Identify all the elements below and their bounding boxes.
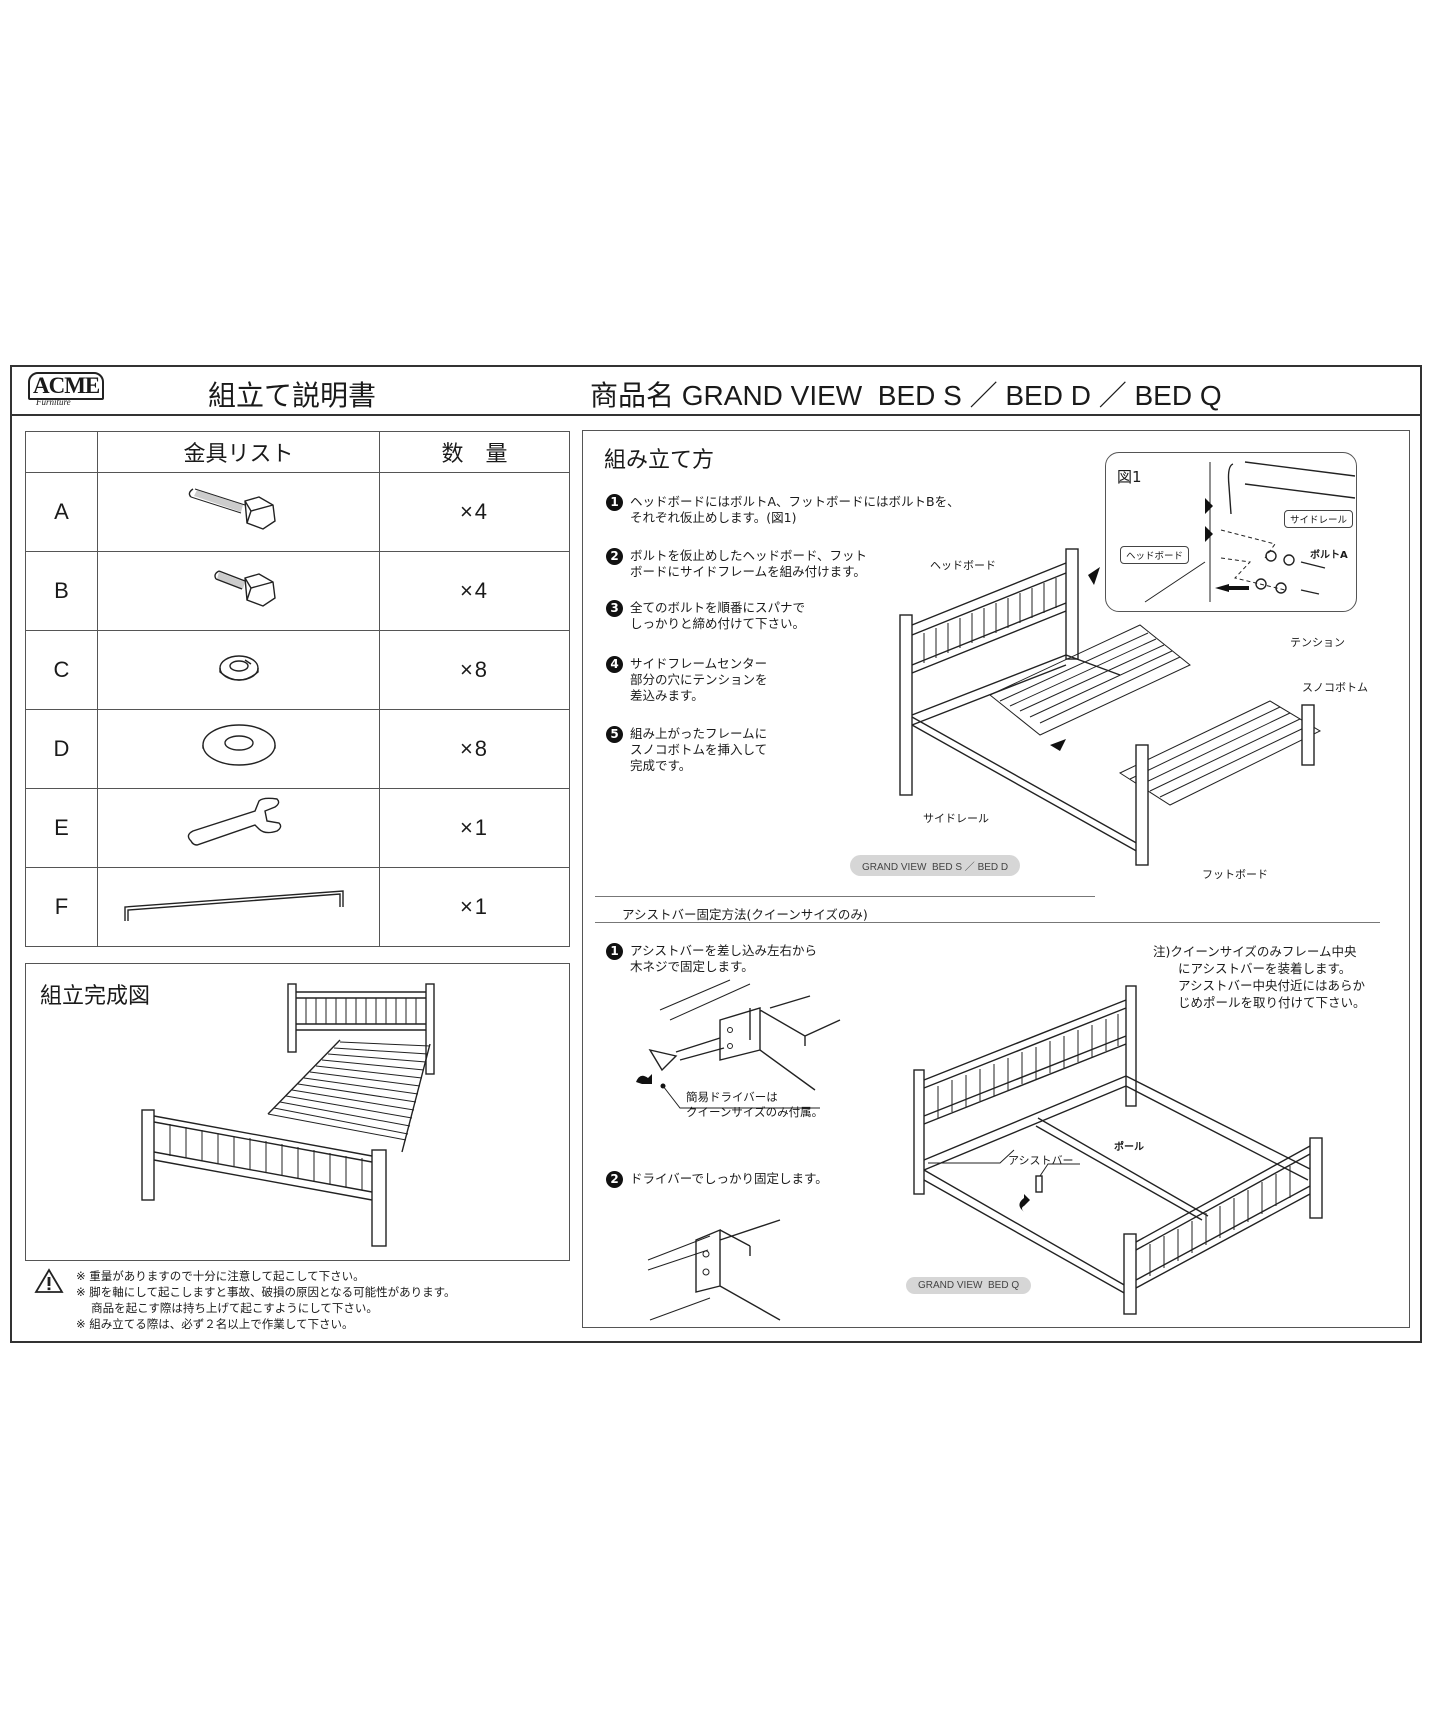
assembly-panel: [582, 430, 1410, 1328]
part-label: E: [25, 788, 98, 868]
part-label: B: [25, 551, 98, 631]
model-pill-sd: GRAND VIEW BED S ／ BED D: [850, 855, 1021, 876]
callout-tension: テンション: [1290, 636, 1345, 649]
step-text: ボルトを仮止めしたヘッドボード、フット ボードにサイドフレームを組み付けます。: [630, 548, 868, 579]
assembly-title: 組み立て方: [604, 448, 715, 473]
table-row: B ×4: [25, 551, 570, 631]
figure-1-title: 図1: [1117, 468, 1142, 486]
wrench-icon: [97, 788, 380, 868]
assembled-bed-illustration: [141, 983, 435, 1247]
tag-side-rail: サイドレール: [1284, 510, 1354, 528]
step-number-icon: 1: [606, 943, 623, 960]
driver-fix-illustration: [647, 1219, 781, 1321]
logo-sub: Furniture: [36, 397, 71, 407]
col-parts: 金具リスト: [97, 431, 380, 473]
section-divider: [595, 896, 1095, 897]
part-label: F: [25, 867, 98, 947]
long-hex-bolt-icon: [97, 472, 380, 552]
step-number-icon: 1: [606, 494, 623, 511]
hex-key-icon: [97, 867, 380, 947]
step-number-icon: 2: [606, 1171, 623, 1188]
step-text: ドライバーでしっかり固定します。: [630, 1171, 828, 1186]
callout-headboard: ヘッドボード: [930, 559, 996, 572]
acme-logo: ACME Furniture: [26, 372, 105, 410]
short-hex-bolt-icon: [97, 551, 380, 631]
safety-warnings: ※ 重量がありますので十分に注意して起こして下さい。 ※ 脚を軸にして起こします…: [76, 1268, 455, 1332]
section-divider: [595, 922, 1380, 923]
flat-washer-icon: [97, 709, 380, 789]
callout-pole: ポール: [1114, 1142, 1144, 1153]
completion-title: 組立完成図: [40, 984, 151, 1009]
part-qty: ×4: [379, 551, 570, 631]
model-pill-q: GRAND VIEW BED Q: [906, 1277, 1032, 1294]
bed-q-assist-bar-illustration: [913, 985, 1323, 1315]
step-number-icon: 5: [606, 726, 623, 743]
part-qty: ×8: [379, 709, 570, 789]
step-number-icon: 3: [606, 600, 623, 617]
callout-assist-bar: アシストバー: [1008, 1154, 1074, 1167]
warning-line: 商品を起こす際は持ち上げて起こすようにして下さい。: [76, 1301, 378, 1315]
step-number-icon: 2: [606, 548, 623, 565]
table-row: E ×1: [25, 788, 570, 868]
part-qty: ×8: [379, 630, 570, 710]
part-qty: ×1: [379, 788, 570, 868]
part-qty: ×1: [379, 867, 570, 947]
warning-line: ※ 組み立てる際は、必ず２名以上で作業して下さい。: [76, 1317, 354, 1331]
assist-bar-title: アシストバー固定方法(クイーンサイズのみ): [622, 907, 868, 922]
table-row: D ×8: [25, 709, 570, 789]
figure-1-box: [1105, 452, 1357, 612]
step-number-icon: 4: [606, 656, 623, 673]
step-text: アシストバーを差し込み左右から 木ネジで固定します。: [630, 943, 818, 974]
label-bolt-a: ボルトA: [1310, 550, 1348, 561]
step-text: サイドフレームセンター 部分の穴にテンションを 差込みます。: [630, 656, 768, 703]
tag-headboard: ヘッドボード: [1120, 546, 1190, 564]
warning-line: ※ 重量がありますので十分に注意して起こして下さい。: [76, 1269, 365, 1283]
product-title: 商品名 GRAND VIEW BED S ／ BED D ／ BED Q: [590, 380, 1222, 411]
bolt-detail-illustration: [1144, 461, 1356, 603]
bed-sd-assembly-illustration: [899, 548, 1322, 866]
warning-line: ※ 脚を軸にして起こしますと事故、破損の原因となる可能性があります。: [76, 1285, 456, 1299]
driver-note: 簡易ドライバーは クイーンサイズのみ付属。: [686, 1090, 824, 1119]
spring-washer-icon: [97, 630, 380, 710]
col-qty: 数 量: [379, 431, 570, 473]
table-row: A ×4: [25, 472, 570, 552]
instruction-sheet: [10, 365, 1422, 1343]
completion-figure-box: [25, 963, 570, 1261]
part-label: A: [25, 472, 98, 552]
assist-bar-bracket-illustration: [636, 979, 841, 1109]
table-row: C ×8: [25, 630, 570, 710]
callout-slat-bottom: スノコボトム: [1302, 681, 1368, 694]
logo-main: ACME: [28, 372, 105, 400]
callout-side-rail: サイドレール: [923, 812, 989, 825]
col-label: [25, 431, 98, 473]
parts-table-header: 金具リスト 数 量: [25, 431, 570, 473]
part-label: D: [25, 709, 98, 789]
step-text: 全てのボルトを順番にスパナで しっかりと締め付けて下さい。: [630, 600, 806, 631]
warning-triangle-icon: [34, 1268, 64, 1293]
document-title: 組立て説明書: [208, 379, 377, 412]
queen-size-note: 注)クイーンサイズのみフレーム中央 にアシストバーを装着します。 アシストバー中…: [1153, 944, 1366, 1010]
header-divider: [10, 414, 1422, 416]
step-text: 組み上がったフレームに スノコボトムを挿入して 完成です。: [630, 726, 768, 773]
step-text: ヘッドボードにはボルトA、フットボードにはボルトBを、 それぞれ仮止めします。(…: [630, 494, 960, 525]
part-label: C: [25, 630, 98, 710]
table-row: F ×1: [25, 867, 570, 947]
parts-table: 金具リスト 数 量 A ×4 B ×4 C: [25, 431, 570, 947]
part-qty: ×4: [379, 472, 570, 552]
callout-footboard: フットボード: [1202, 868, 1268, 881]
